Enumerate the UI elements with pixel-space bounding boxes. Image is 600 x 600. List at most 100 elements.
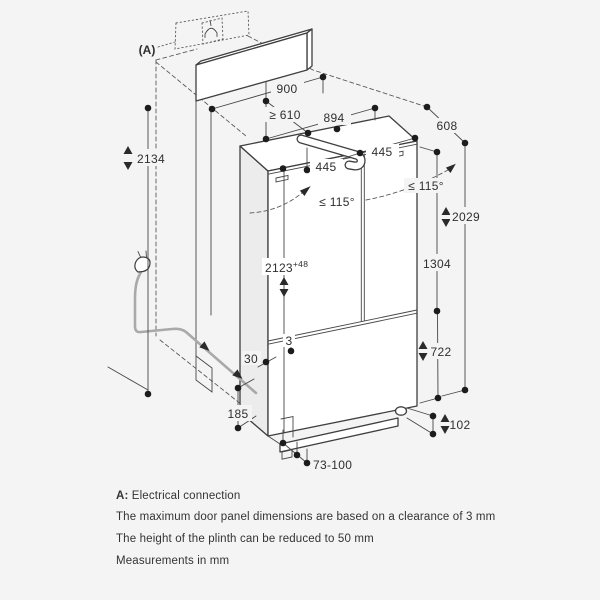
open-door-blade-inner (297, 135, 365, 170)
dim-dot (279, 439, 287, 447)
dim-dot (461, 386, 469, 394)
note-a-text: Electrical connection (128, 490, 241, 502)
label-mask (450, 207, 483, 224)
label-mask (430, 118, 464, 133)
dim-dot (333, 125, 341, 133)
dim-dot (234, 424, 242, 432)
door-divider (360, 153, 365, 322)
dim-door-right-width: 445 (372, 145, 393, 159)
cabinet-side-foot (195, 355, 213, 393)
label-mask (404, 178, 448, 193)
label-mask (366, 144, 399, 159)
dim-dot (434, 394, 442, 402)
dim-appliance-height-main: 2123 (265, 261, 293, 275)
label-mask (262, 258, 304, 275)
dim-dot (319, 73, 327, 81)
dim-dot (411, 134, 419, 142)
foot-left (281, 449, 293, 460)
swing-arrow-right (445, 163, 456, 173)
note-measurements: Measurements in mm (116, 555, 230, 567)
dim-socket-zone-height: 185 (228, 407, 249, 421)
top-panel-end (306, 28, 313, 71)
swing-arrow-left (299, 186, 311, 196)
dim-appliance-width: 894 (324, 111, 345, 125)
dim-swing-right: ≤ 115° (408, 179, 444, 193)
swing-arc-left (249, 191, 304, 214)
dim-line-niche-width (211, 76, 324, 110)
label-mask (310, 159, 343, 174)
power-cable (133, 270, 258, 395)
dim-dot (144, 104, 152, 112)
dim-appliance-height: 2123+48 (265, 259, 308, 275)
label-mask (271, 81, 304, 96)
dim-swing-left: ≤ 115° (319, 195, 355, 209)
dim-dot (234, 384, 242, 392)
plug-prongs (137, 250, 147, 258)
dim-niche-depth: ≥ 610 (269, 108, 300, 122)
socket-box (201, 17, 224, 45)
electrical-zone-box (174, 10, 250, 50)
dim-door-panel-height: 1304 (423, 257, 451, 271)
dim-plinth-recess-depth: 73-100 (313, 458, 352, 472)
dim-overall-height: 2029 (452, 210, 480, 224)
dimension-labels: 900 ≥ 610 894 608 445 445 ≤ 115° ≤ 115° … (134, 43, 483, 472)
dim-dot (262, 358, 270, 366)
dim-dot (304, 129, 312, 137)
arrow-up (279, 277, 289, 285)
dim-dot (287, 347, 295, 355)
note-door-panel: The maximum door panel dimensions are ba… (116, 511, 496, 523)
dim-panel-gap: 3 (286, 334, 293, 348)
note-a-prefix: A: (116, 490, 129, 502)
floor-corner-line (107, 366, 149, 391)
dim-dot (303, 166, 311, 174)
label-mask (242, 351, 261, 365)
cable-arrow-2 (232, 369, 243, 379)
label-mask (420, 254, 454, 271)
top-panel-front (195, 32, 308, 102)
dim-dot (293, 451, 301, 459)
dim-rear-gap: 30 (244, 352, 258, 366)
plinth-face (279, 417, 399, 453)
dim-dot (303, 459, 311, 467)
label-mask (315, 194, 359, 209)
arrow-up (418, 341, 428, 349)
arrow-up (440, 414, 450, 422)
dim-dot (371, 104, 379, 112)
niche-top-edge (155, 48, 198, 61)
power-socket-icon (204, 20, 218, 38)
label-mask (224, 405, 252, 421)
dim-line-overall-height (441, 142, 466, 397)
dim-lines-plinth-recess (282, 429, 308, 464)
dim-dot (461, 139, 469, 147)
dim-niche-height: 2134 (137, 152, 165, 166)
dim-appliance-height-tolerance: +48 (293, 259, 308, 269)
foot-right (394, 406, 408, 416)
dim-line-door-panel-height (419, 146, 438, 312)
dim-dot (262, 135, 270, 143)
dim-line-plinth-height (406, 407, 434, 438)
label-mask (134, 149, 169, 166)
label-mask (318, 110, 351, 125)
arrow-up (123, 146, 133, 154)
dim-dot (144, 390, 152, 398)
note-electrical: A: Electrical connection (116, 490, 240, 502)
cable-arrow-1 (199, 341, 210, 351)
label-mask (428, 343, 456, 359)
dim-niche-width: 900 (277, 82, 298, 96)
dim-dot (262, 97, 270, 105)
arrow-down (418, 353, 428, 361)
label-mask (265, 107, 305, 122)
plinth-step (280, 415, 294, 438)
label-mask (283, 334, 295, 347)
dim-dot (423, 103, 431, 111)
marker-a-label: (A) (139, 43, 156, 57)
dim-freezer-panel-height: 722 (431, 345, 452, 359)
arrow-down (440, 426, 450, 434)
dim-door-left-width: 445 (316, 160, 337, 174)
top-panel (195, 28, 313, 102)
plinth-left-return (267, 435, 281, 445)
dimension-dots (144, 73, 469, 467)
appliance-front-face (267, 140, 418, 437)
